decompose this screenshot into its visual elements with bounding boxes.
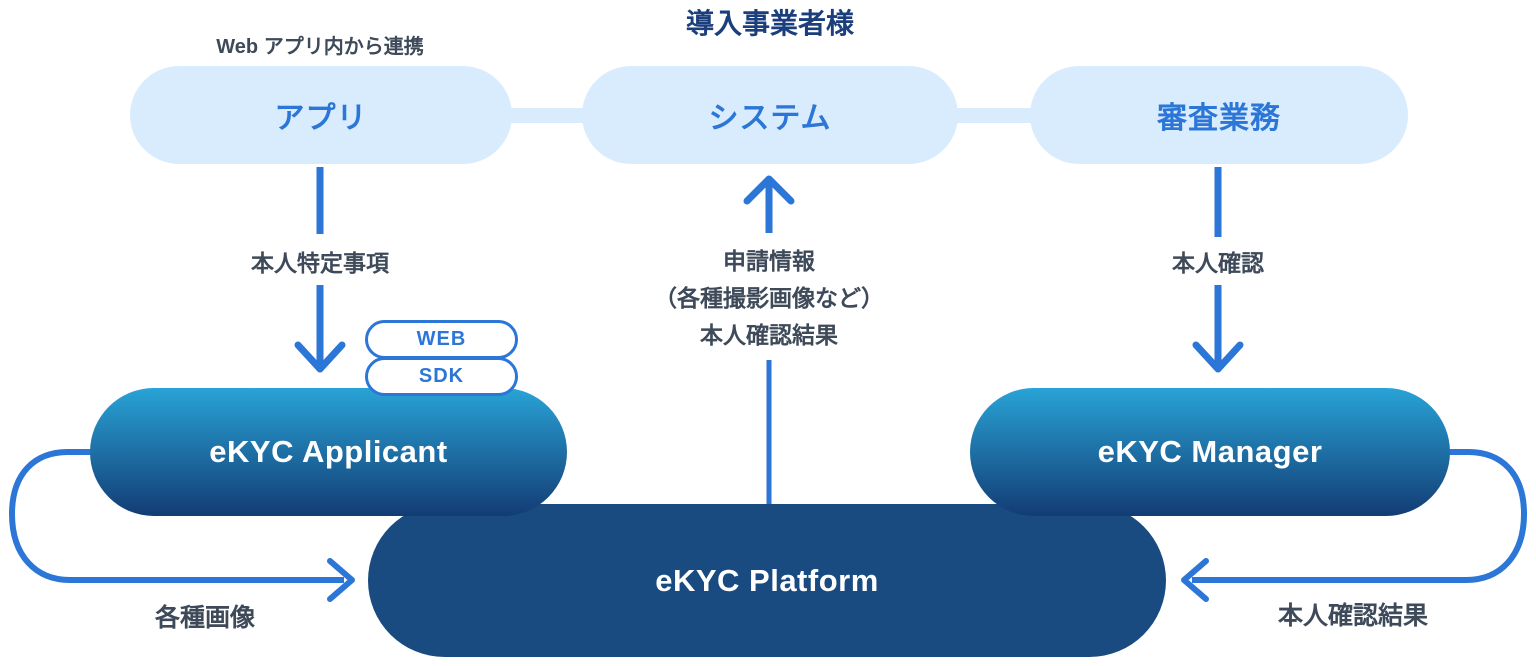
ekyc-applicant-node: eKYC Applicant (90, 388, 567, 516)
node-system-label: システム (708, 102, 832, 135)
ekyc-platform-label: eKYC Platform (655, 562, 879, 598)
ekyc-manager-label: eKYC Manager (1097, 434, 1323, 469)
label-personal-identity-items: 本人特定事項 (251, 250, 389, 276)
ekyc-applicant-label: eKYC Applicant (209, 434, 448, 469)
node-review-operations: 審査業務 (1030, 66, 1408, 164)
web-badge: WEB (365, 320, 518, 359)
label-application-info-line2: （各種撮影画像など） (654, 285, 884, 311)
ekyc-platform-node: eKYC Platform (368, 504, 1166, 657)
node-system: システム (582, 66, 958, 164)
node-app: アプリ (130, 66, 512, 164)
web-app-integration-note: Web アプリ内から連携 (216, 36, 424, 58)
label-application-info: 申請情報 （各種撮影画像など） 本人確認結果 (654, 243, 884, 354)
label-application-info-line1: 申請情報 (723, 248, 815, 274)
sdk-badge-label: SDK (418, 365, 465, 387)
label-verification-result: 本人確認結果 (1277, 602, 1429, 630)
web-badge-label: WEB (416, 328, 467, 350)
node-app-label: アプリ (274, 102, 368, 135)
label-captured-images: 各種画像 (154, 604, 256, 632)
node-connector-app-system (500, 108, 595, 123)
label-application-info-line3: 本人確認結果 (700, 322, 838, 348)
sdk-badge: SDK (365, 357, 518, 396)
label-identity-verification: 本人確認 (1172, 250, 1264, 276)
diagram-title: 導入事業者様 (685, 8, 855, 39)
node-review-operations-label: 審査業務 (1157, 102, 1281, 135)
node-connector-system-review (950, 108, 1042, 123)
ekyc-manager-node: eKYC Manager (970, 388, 1450, 516)
